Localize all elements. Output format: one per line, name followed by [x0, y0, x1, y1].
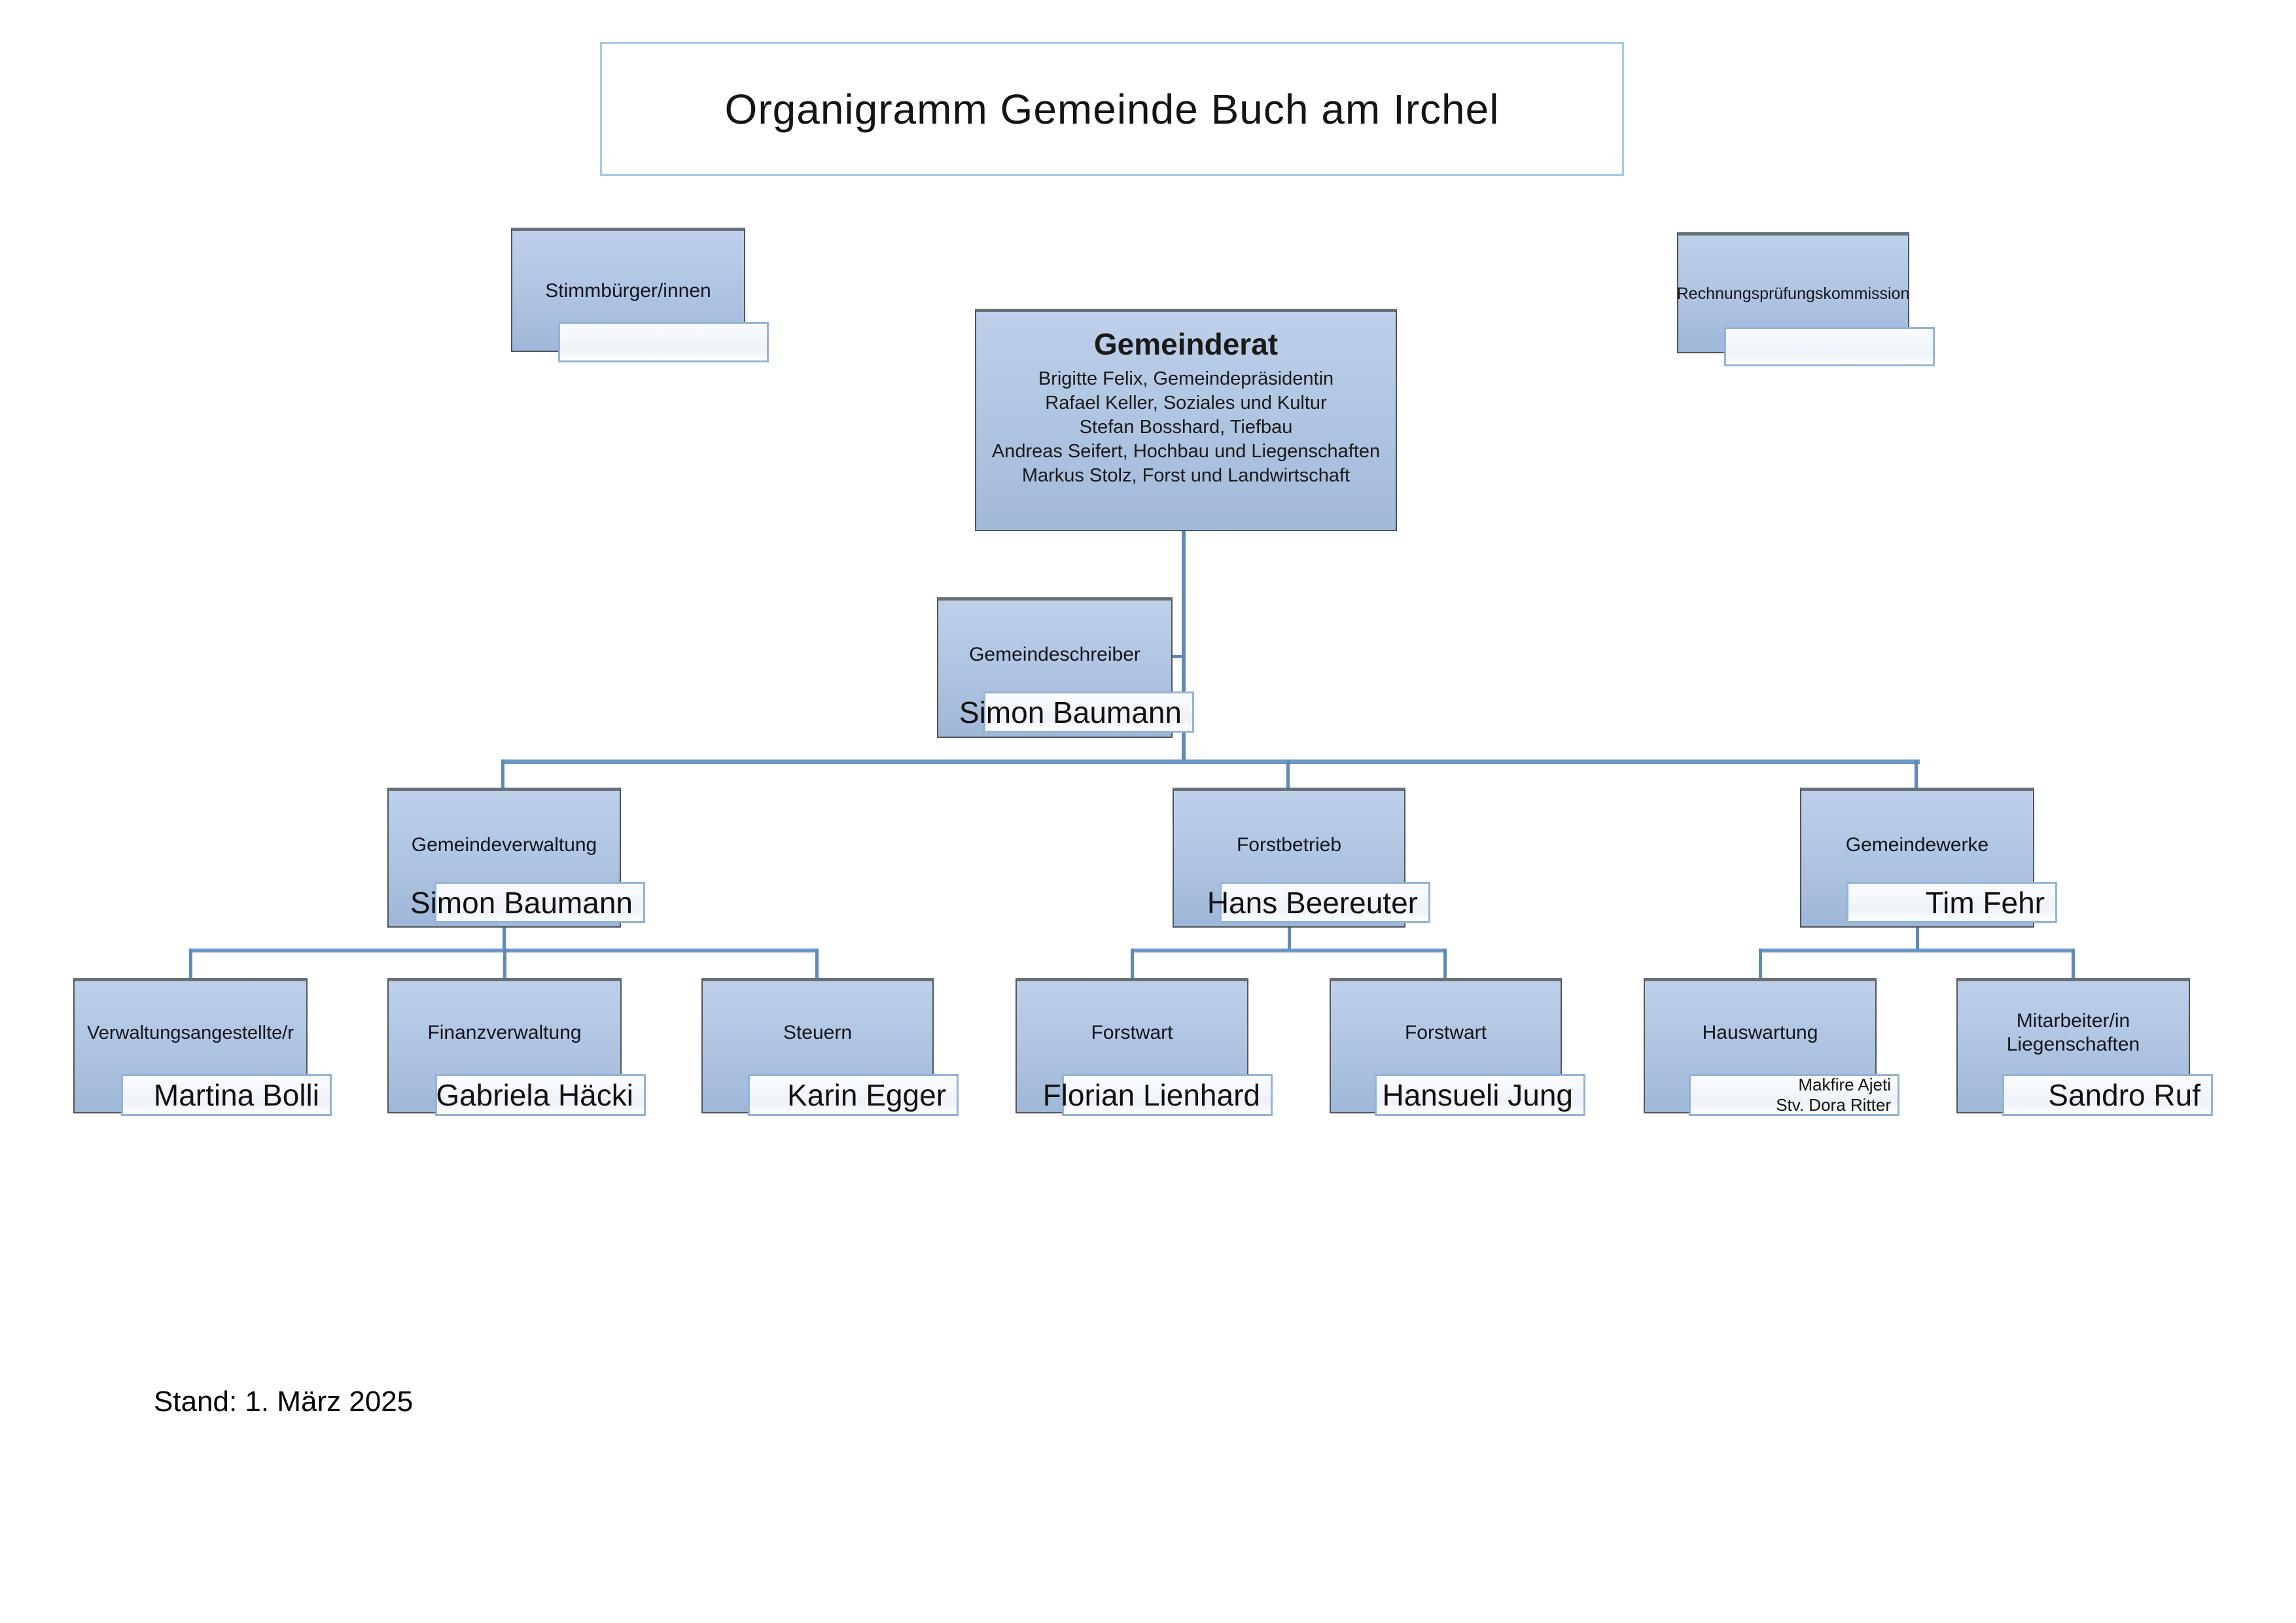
name-box-gemeindeschreiber: Simon Baumann [959, 691, 1194, 733]
connector-drop-gemeindewerke [1915, 759, 1918, 790]
name-box-rechnungspruefungskommission [1724, 327, 1935, 366]
connector-drop-verwaltungsangestellte [189, 949, 192, 979]
org-box-label: Mitarbeiter/in Liegenschaften [2006, 1010, 2140, 1055]
connector-gemeinderat-vertical [1182, 531, 1186, 764]
connector-riser-gemeindewerke [1916, 921, 1919, 952]
name-text: Karin Egger [787, 1078, 946, 1112]
connector-drop-mitarbeiter-liegenschaften [2072, 949, 2075, 979]
name-box-gemeindeverwaltung: Simon Baumann [410, 882, 645, 923]
org-box-label: Forstwart [1091, 1022, 1173, 1043]
connector-branch-forstbetrieb [1131, 949, 1447, 952]
name-text: Simon Baumann [410, 885, 633, 920]
org-box-label: Forstbetrieb [1236, 833, 1342, 856]
name-text: Tim Fehr [1925, 885, 2045, 920]
name-box-forstbetrieb: Hans Beereuter [1207, 882, 1430, 923]
name-box-stimmbuerger [558, 322, 769, 362]
org-box-label: Verwaltungsangestellte/r [87, 1022, 294, 1043]
connector-riser-gemeindeverwaltung [503, 921, 506, 952]
name-box-steuern: Karin Egger [748, 1074, 959, 1116]
connector-gemeindeschreiber-stub [1171, 655, 1183, 658]
connector-branch-gemeindewerke [1759, 949, 2074, 952]
org-box-label: Stimmbürger/innen [545, 279, 711, 302]
name-text: Hans Beereuter [1207, 885, 1418, 920]
name-text: Simon Baumann [959, 695, 1182, 729]
name-text: Hansueli Jung [1382, 1078, 1573, 1112]
name-box-gemeindewerke: Tim Fehr [1846, 882, 2057, 923]
name-text: Martina Bolli [153, 1078, 319, 1112]
org-box-label: Finanzverwaltung [427, 1022, 582, 1043]
name-text-line: Stv. Dora Ritter [1776, 1095, 1891, 1115]
connector-drop-hauswartung [1759, 949, 1762, 979]
name-text: Sandro Ruf [2048, 1078, 2200, 1112]
connector-main-horizontal [501, 759, 1920, 764]
name-text-line: Makfire Ajeti [1798, 1074, 1891, 1094]
connector-riser-forstbetrieb [1288, 921, 1291, 952]
chart-title: Organigramm Gemeinde Buch am Irchel [724, 85, 1500, 133]
connector-drop-forstbetrieb [1286, 759, 1290, 790]
chart-title-box: Organigramm Gemeinde Buch am Irchel [600, 42, 1624, 176]
gemeinderat-member: Stefan Bosshard, Tiefbau [1079, 417, 1293, 438]
name-box-hauswartung: Makfire Ajeti Stv. Dora Ritter [1689, 1074, 1899, 1116]
name-box-finanzverwaltung: Gabriela Häcki [435, 1074, 646, 1116]
gemeinderat-member: Markus Stolz, Forst und Landwirtschaft [1021, 465, 1351, 486]
connector-drop-finanzverwaltung [503, 949, 506, 979]
name-text: Gabriela Häcki [436, 1078, 633, 1112]
gemeinderat-member: Rafael Keller, Soziales und Kultur [1045, 393, 1327, 413]
org-box-label: Hauswartung [1702, 1022, 1818, 1043]
org-box-gemeinderat: Gemeinderat Brigitte Felix, Gemeindepräs… [975, 309, 1397, 531]
gemeinderat-member: Brigitte Felix, Gemeindepräsidentin [1038, 368, 1334, 389]
org-box-label: Gemeindeverwaltung [411, 833, 597, 856]
org-box-label: Rechnungsprüfungskommission [1676, 285, 1910, 303]
connector-drop-forstwart-1 [1131, 949, 1134, 979]
name-box-forstwart-2: Hansueli Jung [1375, 1074, 1585, 1116]
gemeinderat-member: Andreas Seifert, Hochbau und Liegenschaf… [991, 441, 1381, 462]
name-box-mitarbeiter-liegenschaften: Sandro Ruf [2002, 1074, 2213, 1116]
name-box-forstwart-1: Florian Lienhard [1043, 1074, 1273, 1116]
name-box-verwaltungsangestellte: Martina Bolli [121, 1074, 332, 1116]
org-box-label: Gemeindeschreiber [969, 644, 1140, 665]
connector-drop-gemeindeverwaltung [501, 759, 504, 790]
date-stamp: Stand: 1. März 2025 [154, 1386, 414, 1418]
connector-drop-steuern [815, 949, 819, 979]
gemeinderat-title: Gemeinderat [1093, 327, 1279, 361]
org-box-label: Gemeindewerke [1845, 833, 1989, 856]
org-box-label: Forstwart [1404, 1022, 1487, 1043]
name-text: Florian Lienhard [1042, 1078, 1260, 1112]
connector-drop-forstwart-2 [1443, 949, 1447, 979]
org-box-label: Steuern [783, 1022, 853, 1043]
